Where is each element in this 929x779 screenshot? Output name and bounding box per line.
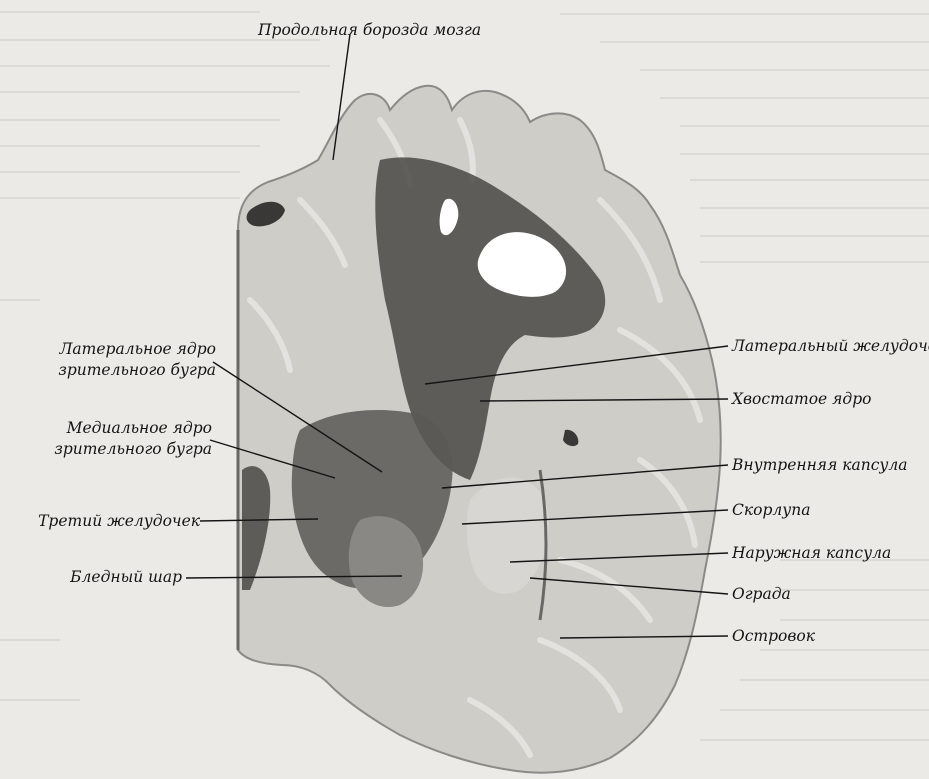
label-insula: Островок — [732, 626, 815, 646]
label-caudate-nucleus: Хвостатое ядро — [732, 389, 871, 409]
label-lateral-nucleus-line1: Латеральное ядро — [30, 339, 216, 359]
label-longitudinal-fissure: Продольная борозда мозга — [258, 20, 481, 40]
label-medial-nucleus-line2: зрительного бугра — [20, 439, 212, 459]
label-medial-nucleus-line1: Медиальное ядро — [20, 418, 212, 438]
label-claustrum: Ограда — [732, 584, 791, 604]
label-internal-capsule: Внутренняя капсула — [732, 455, 908, 475]
label-third-ventricle: Третий желудочек — [10, 511, 200, 531]
label-putamen: Скорлупа — [732, 500, 810, 520]
label-external-capsule: Наружная капсула — [732, 543, 891, 563]
label-lateral-nucleus-line2: зрительного бугра — [30, 360, 216, 380]
label-lateral-ventricle: Латеральный желудочек — [732, 336, 929, 356]
label-globus-pallidus: Бледный шар — [40, 567, 182, 587]
